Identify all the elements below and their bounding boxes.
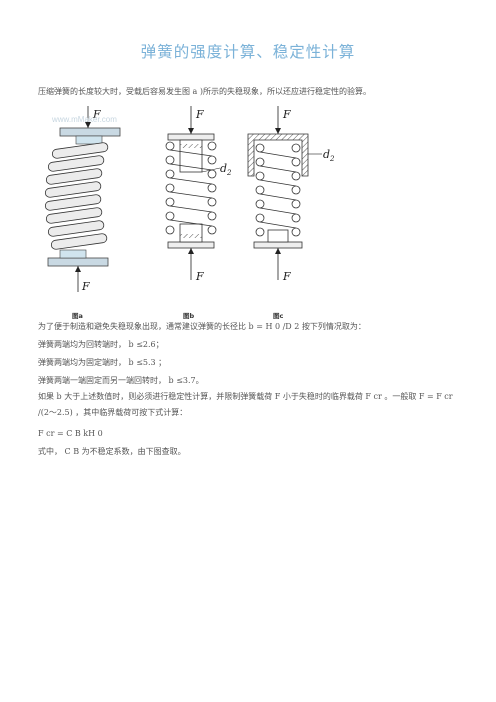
caption-figure-c: 图c: [273, 312, 284, 320]
figure-c-guide-sleeve-spring: F F d 2: [247, 106, 335, 283]
caption-figure-a: 图a: [72, 312, 83, 320]
diameter-subscript-c: 2: [329, 155, 335, 163]
stability-paragraph: 如果 b 大于上述数值时，则必须进行稳定性计算，并限制弹簧载荷 F 小于失稳时的…: [38, 392, 453, 417]
force-label-c-bottom: F: [282, 270, 291, 283]
bottom-guide-rod: [179, 223, 203, 243]
figure-a-buckled-spring: F F www.mMaker.com: [44, 106, 121, 293]
caption-figure-b: 图b: [183, 312, 195, 320]
watermark: www.mMaker.com: [51, 115, 117, 124]
figure-b-guide-rod-spring: F F d 2: [165, 106, 232, 283]
rule-rotating-ends: 弹簧两端均为回转端时， b ≤2.6；: [38, 340, 164, 349]
critical-load-formula: F cr = C B kH 0: [38, 429, 103, 438]
guide-sleeve: [247, 133, 309, 177]
force-label-b-top: F: [195, 108, 204, 121]
bottom-seat: [59, 249, 87, 259]
coefficient-note: 式中， C B 为不稳定系数，由下图查取。: [38, 447, 186, 456]
top-plate: [59, 127, 121, 137]
ratio-recommendation: 为了便于制造和避免失稳现象出现，通常建议弹簧的长径比 b = H 0 /D 2 …: [38, 322, 366, 331]
bottom-plate: [47, 257, 109, 267]
force-label-a-bottom: F: [81, 280, 90, 293]
intro-paragraph: 压缩弹簧的长度较大时，受载后容易发生图 a )所示的失稳现象，所以还应进行稳定性…: [38, 87, 371, 96]
rule-mixed-ends: 弹簧两端一端固定而另一端回转时， b ≤3.7。: [38, 376, 204, 385]
spring-stability-figure: F F www.mMaker.com F F d: [44, 106, 335, 293]
force-label-c-top: F: [282, 108, 291, 121]
diameter-label-c: d: [323, 148, 330, 161]
diameter-label-b: d: [220, 162, 227, 175]
force-label-b-bottom: F: [195, 270, 204, 283]
rule-fixed-ends: 弹簧两端均为固定端时， b ≤5.3 ；: [38, 358, 167, 367]
page-title: 弹簧的强度计算、稳定性计算: [140, 43, 356, 61]
top-seat: [75, 135, 103, 145]
force-label-a-top: F: [92, 108, 101, 121]
diameter-subscript-b: 2: [226, 169, 232, 177]
